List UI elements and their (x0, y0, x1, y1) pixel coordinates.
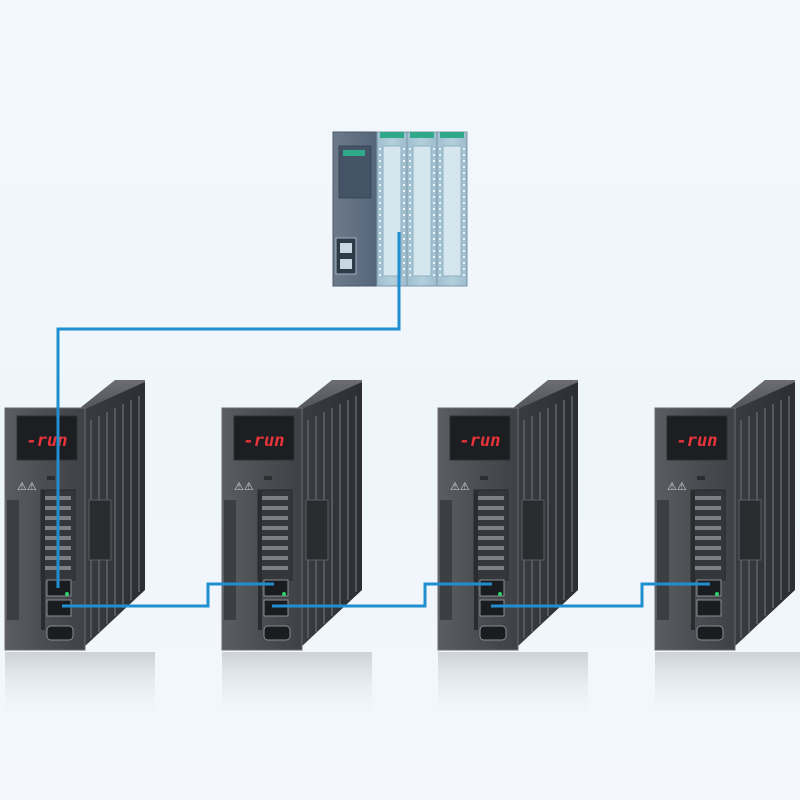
plc-io-module-1 (376, 131, 408, 287)
cable-drive-1-to-drive-2 (62, 582, 274, 608)
servo-drive-2: -run ⚠⚠ (221, 379, 373, 723)
drive-display-text: -run (460, 431, 501, 451)
ethercat-cables (56, 232, 710, 608)
drive-display-text: -run (244, 431, 285, 451)
drive-display-text: -run (677, 431, 718, 451)
plc-io-module-2 (406, 131, 438, 287)
warning-icons: ⚠⚠ (667, 480, 687, 493)
servo-drive-4: -run ⚠⚠ (654, 379, 800, 723)
cable-drive-3-to-drive-4 (491, 582, 710, 608)
cable-plc-to-drive-1 (56, 232, 401, 588)
cable-drive-2-to-drive-3 (272, 582, 492, 608)
plc-status-led (343, 150, 365, 156)
warning-icons: ⚠⚠ (234, 480, 254, 493)
warning-icons: ⚠⚠ (450, 480, 470, 493)
warning-icons: ⚠⚠ (17, 480, 37, 493)
drive-display-text: -run (27, 431, 68, 451)
servo-drive-1: -run ⚠⚠ (4, 379, 156, 723)
plc-controller (332, 131, 468, 287)
servo-drive-3: -run ⚠⚠ (437, 379, 589, 723)
plc-io-module-3 (436, 131, 468, 287)
